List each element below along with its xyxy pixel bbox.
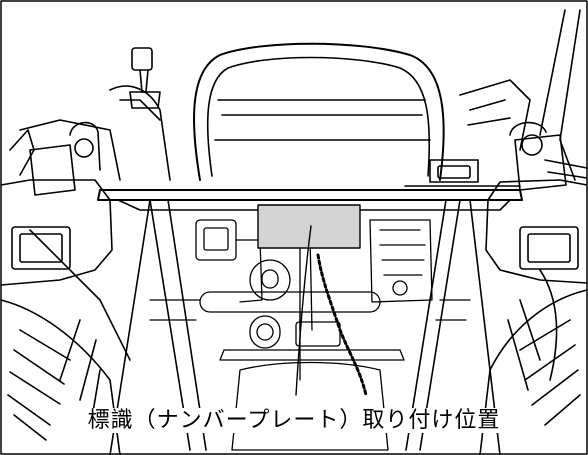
callout-label-text: 標識（ナンバープレート）取り付け位置 <box>81 408 507 433</box>
leader-line <box>295 225 312 396</box>
right-tire <box>479 269 588 455</box>
right-fender <box>459 9 588 284</box>
gear-lever-left <box>129 47 161 109</box>
seat-back <box>193 42 445 181</box>
cross-beam <box>97 159 523 211</box>
left-fender <box>0 85 171 286</box>
engine-bay <box>149 219 471 451</box>
wire-harness <box>316 253 368 397</box>
left-tire <box>0 229 131 455</box>
callout-label: 標識（ナンバープレート）取り付け位置 <box>0 402 588 434</box>
